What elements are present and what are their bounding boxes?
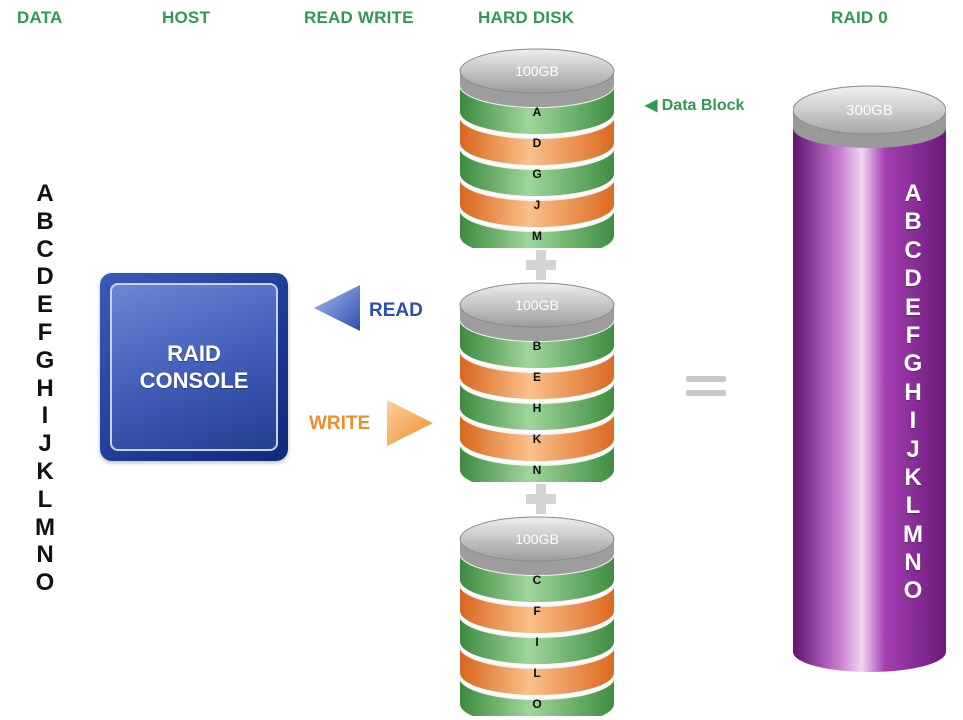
raid0-letter: D — [904, 265, 922, 293]
header-data: DATA — [17, 8, 63, 27]
raid0-letter: K — [904, 463, 922, 491]
raid0-letter: J — [906, 435, 920, 463]
raid0-letter: A — [904, 180, 922, 207]
data-block-label: D — [533, 136, 542, 150]
data-block: F — [459, 583, 615, 633]
data-letter: J — [38, 430, 52, 458]
raid-console-box: RAID CONSOLE — [100, 273, 288, 461]
data-block-label: F — [533, 604, 540, 618]
plus-icon — [526, 484, 556, 514]
data-letter: H — [36, 374, 54, 402]
read-arrow-icon — [314, 285, 360, 331]
data-block: M — [459, 208, 615, 248]
data-block: K — [459, 411, 615, 461]
raid0-cylinder: 300GB — [793, 85, 946, 672]
data-block: C — [459, 552, 615, 602]
data-block: I — [459, 614, 615, 664]
disk-capacity: 100GB — [515, 297, 559, 313]
disk-top-cap — [459, 516, 615, 562]
raid0-letter: M — [903, 520, 923, 548]
raid0-letter: C — [904, 236, 922, 264]
hard-disk-stack: N K H E B 100GB — [459, 282, 615, 482]
data-block: H — [459, 380, 615, 430]
raid0-letter: L — [905, 492, 921, 520]
data-block-label: L — [533, 666, 540, 680]
raid0-letter: N — [904, 549, 922, 577]
data-letter: I — [41, 402, 49, 430]
data-block: D — [459, 115, 615, 165]
read-label: READ — [369, 300, 423, 321]
data-block: G — [459, 146, 615, 196]
raid0-letter: F — [905, 321, 921, 349]
data-block-label: K — [533, 432, 542, 446]
data-letter: F — [37, 318, 53, 346]
data-block-label: I — [535, 635, 538, 649]
raid0-letter: B — [904, 208, 922, 236]
raid0-letter: H — [904, 378, 922, 406]
data-letter: D — [36, 263, 54, 291]
data-block-label: H — [533, 401, 542, 415]
data-block-label: J — [534, 198, 541, 212]
disk-top-cap — [459, 48, 615, 94]
plus-icon — [526, 250, 556, 280]
raid-console-line1: RAID — [167, 341, 221, 366]
data-letter: L — [37, 485, 53, 513]
data-letter: K — [36, 457, 54, 485]
write-label: WRITE — [309, 413, 371, 434]
data-block-label: N — [533, 463, 542, 477]
raid0-letter: O — [903, 577, 923, 605]
disk-capacity: 100GB — [515, 63, 559, 79]
raid-console-inner: RAID CONSOLE — [110, 283, 278, 451]
data-block: E — [459, 349, 615, 399]
header-read-write: READ WRITE — [304, 8, 414, 27]
data-block-label: E — [533, 370, 541, 384]
data-block-label: O — [532, 697, 541, 711]
data-letter: O — [35, 569, 55, 597]
raid-console-line2: CONSOLE — [139, 368, 249, 393]
equals-icon — [686, 376, 726, 398]
data-letter: M — [35, 513, 55, 541]
write-arrow-icon — [387, 400, 433, 446]
data-block-label: C — [533, 573, 542, 587]
data-letter: A — [36, 180, 54, 207]
data-letter: B — [36, 207, 54, 235]
data-block: N — [459, 442, 615, 482]
raid0-letter: G — [903, 350, 923, 378]
raid0-letter: E — [904, 293, 921, 321]
data-block-label: G — [532, 167, 541, 181]
data-block-label: A — [533, 105, 542, 119]
header-host: HOST — [162, 8, 211, 27]
header-raid0: RAID 0 — [831, 8, 888, 27]
header-hard-disk: HARD DISK — [478, 8, 575, 27]
data-block-label: M — [532, 229, 542, 243]
data-block: B — [459, 318, 615, 368]
disk-top-cap — [459, 282, 615, 328]
data-block: J — [459, 177, 615, 227]
data-block-label: ◀ Data Block — [645, 97, 745, 114]
data-block-label: B — [533, 339, 542, 353]
raid0-capacity: 300GB — [846, 102, 893, 119]
raid0-letter: I — [909, 407, 917, 435]
data-letter: E — [36, 291, 53, 319]
data-block: O — [459, 676, 615, 716]
data-block: A — [459, 84, 615, 134]
hard-disk-stack: M J G D A 100GB — [459, 48, 615, 248]
disk-capacity: 100GB — [515, 531, 559, 547]
hard-disk-stack: O L I F C 100GB — [459, 516, 615, 716]
data-letter: C — [36, 235, 54, 263]
data-letter: G — [35, 346, 55, 374]
data-letter: N — [36, 541, 54, 569]
data-block: L — [459, 645, 615, 695]
